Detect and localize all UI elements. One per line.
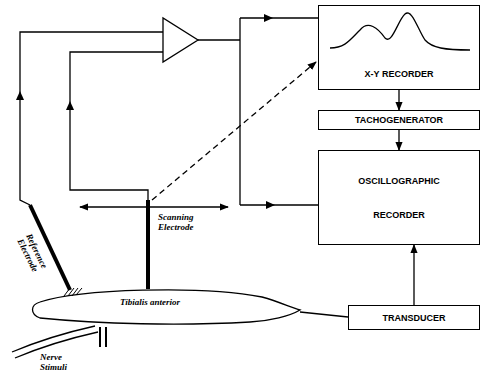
output-wire bbox=[198, 39, 240, 40]
box-label: TRANSDUCER bbox=[383, 313, 446, 323]
arrowhead bbox=[66, 101, 74, 110]
output-wire bbox=[239, 18, 240, 205]
part-label: Nerve Stimuli bbox=[40, 352, 80, 373]
instrument-box: OSCILLOGRAPHIC RECORDER bbox=[318, 150, 480, 245]
box-label: X-Y RECORDER bbox=[365, 69, 434, 79]
signal-arrow bbox=[413, 245, 414, 305]
part-label: Tibialis anterior bbox=[100, 297, 200, 307]
signal-arrow bbox=[398, 90, 399, 110]
part-label: Scanning Electrode bbox=[158, 212, 213, 233]
arrowhead bbox=[264, 14, 273, 22]
amplifier-symbol bbox=[163, 18, 198, 62]
scan-motion-arrow bbox=[80, 206, 228, 207]
nerve bbox=[12, 326, 95, 352]
arrowhead bbox=[266, 201, 275, 209]
signal-arrow bbox=[398, 130, 399, 150]
output-wire bbox=[240, 204, 318, 205]
reference-wire bbox=[20, 32, 163, 205]
position-link bbox=[152, 62, 316, 200]
scanning-electrode bbox=[146, 200, 150, 289]
part-label: Reference Electrode bbox=[10, 223, 54, 284]
recorded-trace bbox=[330, 13, 470, 50]
stimulus-electrode bbox=[105, 327, 107, 347]
instrument-box: TRANSDUCER bbox=[348, 305, 480, 330]
stimulus-electrode bbox=[99, 327, 101, 347]
arrowhead bbox=[16, 91, 24, 100]
tendon bbox=[300, 312, 348, 317]
box-label: OSCILLOGRAPHIC RECORDER bbox=[349, 164, 449, 232]
instrument-box: X-Y RECORDER bbox=[318, 5, 480, 90]
output-wire bbox=[240, 17, 318, 18]
electrode-hatch bbox=[64, 288, 82, 296]
instrument-box: TACHOGENERATOR bbox=[318, 110, 480, 130]
scanning-wire bbox=[70, 52, 163, 200]
box-label: TACHOGENERATOR bbox=[355, 115, 443, 125]
